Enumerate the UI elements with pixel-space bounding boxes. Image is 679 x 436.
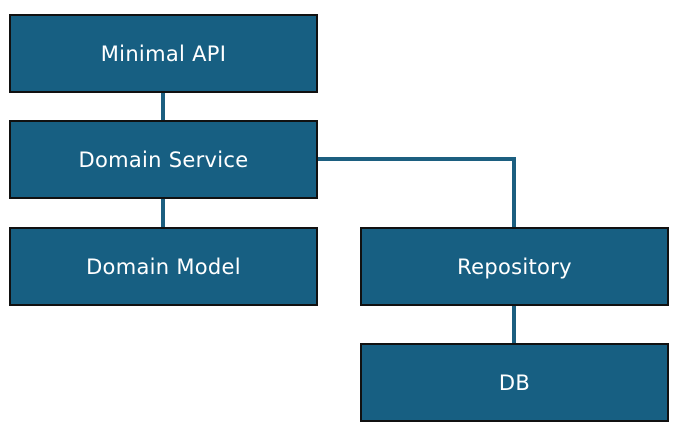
node-domain-model: Domain Model	[9, 227, 318, 306]
node-label: Minimal API	[100, 41, 227, 66]
node-label: Repository	[457, 254, 572, 279]
node-label: Domain Service	[78, 147, 249, 172]
node-label: DB	[498, 370, 531, 395]
node-db: DB	[360, 343, 669, 422]
node-domain-service: Domain Service	[9, 120, 318, 199]
connector-domain-service-to-repository	[318, 157, 516, 227]
node-label: Domain Model	[86, 254, 241, 279]
node-repository: Repository	[360, 227, 669, 306]
node-minimal-api: Minimal API	[9, 14, 318, 93]
